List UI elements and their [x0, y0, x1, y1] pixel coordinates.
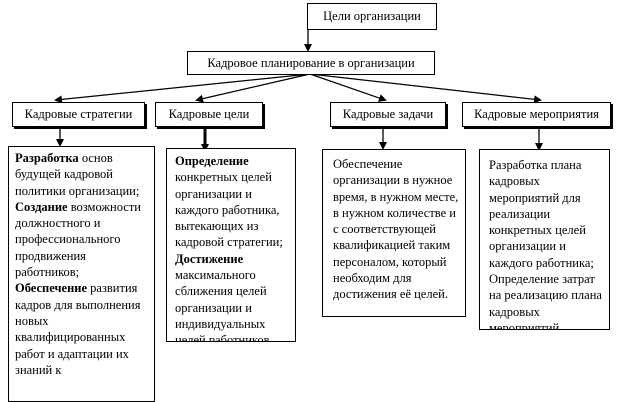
category-hr-strategies: Кадровые стратегии [12, 102, 145, 127]
category-hr-activities: Кадровые мероприятия [462, 102, 611, 127]
arrow-planning-to-activities [309, 73, 542, 104]
strategies-item-2: Создание возможности должностного и проф… [15, 199, 150, 280]
strategies-description: Разработка основ будущей кадровой полити… [8, 146, 155, 402]
goals-item-1-text: конкретных целей организации и каждого р… [175, 170, 283, 250]
category-label: Кадровые мероприятия [474, 107, 599, 121]
goals-item-1: Определение конкретных целей организации… [175, 153, 291, 251]
strategies-item-1-keyword: Разработка [15, 151, 79, 165]
strategies-item-1-text: основ будущей кадровой политики организа… [15, 151, 140, 198]
goals-of-organization-label: Цели организации [323, 9, 421, 23]
strategies-item-1: Разработка основ будущей кадровой полити… [15, 150, 150, 199]
category-label: Кадровые цели [168, 107, 250, 121]
goals-item-1-keyword: Определение [175, 154, 249, 168]
hr-planning-box: Кадровое планирование в организации [187, 51, 435, 75]
goals-item-2: Достижение максимального сближения целей… [175, 251, 291, 342]
arrow-planning-to-strategies [54, 73, 311, 104]
goals-of-organization-box: Цели организации [307, 3, 437, 30]
strategies-item-2-text: возможности должностного и профессиональ… [15, 199, 141, 280]
activities-text: Разработка плана кадровых мероприятий дл… [489, 158, 602, 330]
category-label: Кадровые стратегии [24, 107, 133, 121]
arrow-planning-to-tasks [309, 73, 387, 102]
arrow-planning-to-goals [195, 73, 311, 103]
strategies-item-3-text: развития кадров для выполнения новых ква… [15, 281, 141, 377]
strategies-item-2-keyword: Создание [15, 199, 68, 214]
goals-item-2-text: максимального сближения целей организаци… [175, 268, 273, 342]
activities-description: Разработка плана кадровых мероприятий дл… [479, 149, 610, 330]
category-label: Кадровые задачи [342, 107, 434, 121]
tasks-text: Обеспечение организации в нужное время, … [333, 157, 459, 302]
category-hr-tasks: Кадровые задачи [330, 102, 446, 127]
category-hr-goals: Кадровые цели [155, 102, 263, 127]
hr-planning-label: Кадровое планирование в организации [207, 56, 415, 70]
goals-description: Определение конкретных целей организации… [166, 148, 296, 342]
goals-item-2-keyword: Достижение [175, 251, 244, 266]
strategies-item-3-keyword: Обеспечение [15, 281, 88, 296]
tasks-description: Обеспечение организации в нужное время, … [322, 149, 466, 317]
strategies-item-3: Обеспечение развития кадров для выполнен… [15, 280, 150, 378]
